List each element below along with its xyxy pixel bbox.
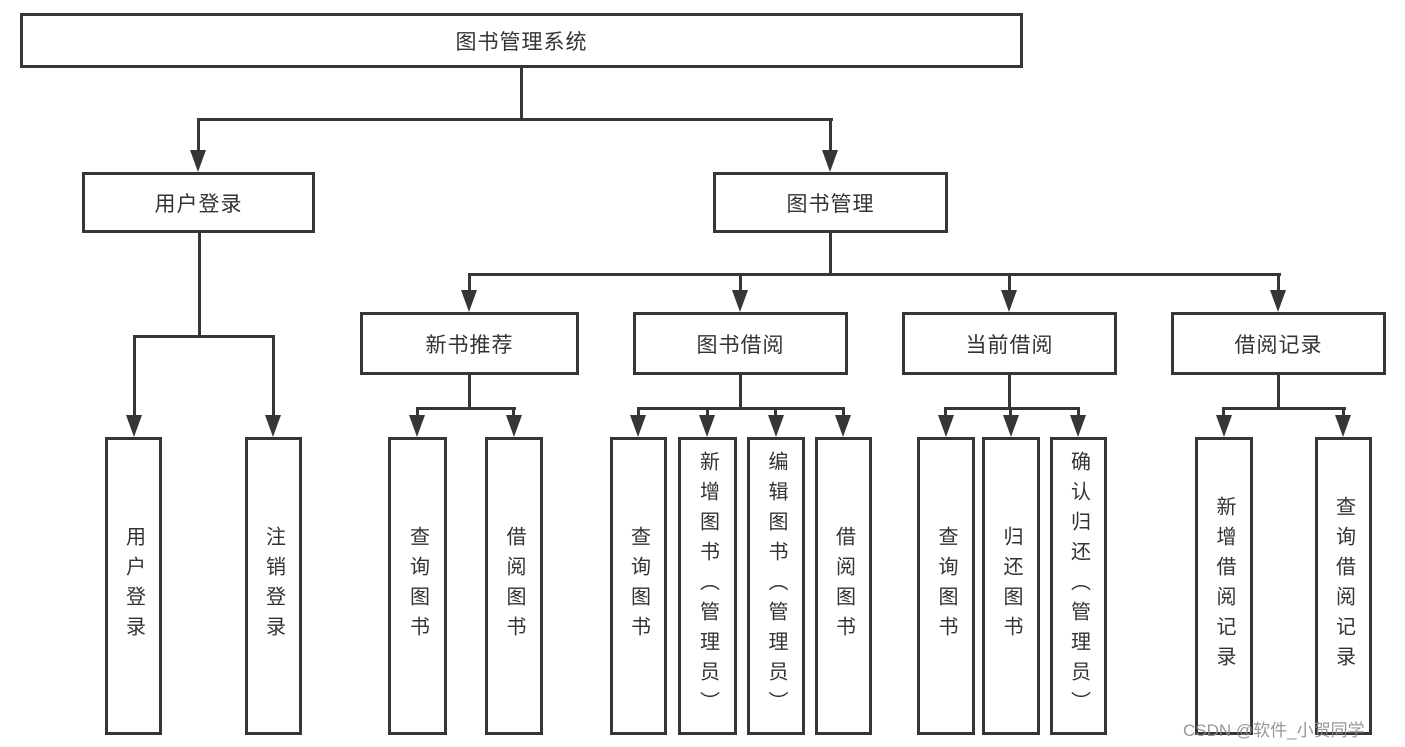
arrow-down-icon xyxy=(190,150,206,172)
arrow-down-icon xyxy=(699,415,715,437)
connector-line xyxy=(1008,273,1011,293)
connector-line xyxy=(706,407,709,417)
connector-line xyxy=(512,407,515,417)
node-label: 借阅图书 xyxy=(832,526,855,646)
connector-line xyxy=(197,118,200,154)
connector-line xyxy=(197,118,833,121)
leaf-query-borrow-record: 查询借阅记录 xyxy=(1315,437,1372,735)
arrow-down-icon xyxy=(1270,290,1286,312)
node-label: 编辑图书（管理员） xyxy=(765,451,787,721)
connector-line xyxy=(198,233,201,335)
connector-line xyxy=(272,335,275,419)
node-user-login: 用户登录 xyxy=(82,172,315,233)
node-label: 图书管理 xyxy=(786,192,875,216)
leaf-query-books-recommend: 查询图书 xyxy=(388,437,447,735)
connector-line xyxy=(133,335,275,338)
connector-line xyxy=(468,273,471,293)
node-label: 确认归还（管理员） xyxy=(1067,451,1090,721)
node-label: 查询借阅记录 xyxy=(1332,496,1355,676)
leaf-user-login: 用户登录 xyxy=(105,437,162,735)
watermark-text: CSDN @软件_小贺同学 xyxy=(1183,721,1365,740)
node-label: 当前借阅 xyxy=(965,333,1054,357)
node-label: 借阅图书 xyxy=(503,526,525,646)
node-current-borrowing: 当前借阅 xyxy=(902,312,1117,375)
connector-line xyxy=(842,407,845,417)
arrow-down-icon xyxy=(1003,415,1019,437)
arrow-down-icon xyxy=(126,415,142,437)
connector-line xyxy=(1277,273,1280,293)
arrow-down-icon xyxy=(461,290,477,312)
node-label: 用户登录 xyxy=(122,526,145,646)
node-new-book-recommendation: 新书推荐 xyxy=(360,312,579,375)
arrow-down-icon xyxy=(1335,415,1351,437)
arrow-down-icon xyxy=(732,290,748,312)
leaf-edit-books-admin: 编辑图书（管理员） xyxy=(747,437,805,735)
connector-line xyxy=(1342,407,1345,417)
node-label: 新书推荐 xyxy=(425,333,514,357)
arrow-down-icon xyxy=(768,415,784,437)
node-label: 查询图书 xyxy=(627,526,650,646)
node-label: 新增图书（管理员） xyxy=(696,451,719,721)
leaf-add-books-admin: 新增图书（管理员） xyxy=(678,437,737,735)
connector-line xyxy=(739,375,742,408)
connector-line xyxy=(416,407,516,410)
connector-line xyxy=(1277,375,1280,408)
connector-line xyxy=(739,273,742,293)
node-label: 注销登录 xyxy=(262,526,285,646)
connector-line xyxy=(416,407,419,417)
node-label: 新增借阅记录 xyxy=(1213,496,1235,676)
node-book-management: 图书管理 xyxy=(713,172,948,233)
connector-line xyxy=(133,335,136,419)
connector-line xyxy=(1222,407,1225,417)
connector-line xyxy=(944,407,947,417)
connector-line xyxy=(1077,407,1080,417)
node-label: 图书借阅 xyxy=(696,333,785,357)
arrow-down-icon xyxy=(1216,415,1232,437)
arrow-down-icon xyxy=(835,415,851,437)
node-book-borrowing: 图书借阅 xyxy=(633,312,848,375)
connector-line xyxy=(829,233,832,273)
leaf-borrow-books-borrowing: 借阅图书 xyxy=(815,437,872,735)
node-borrowing-records: 借阅记录 xyxy=(1171,312,1386,375)
leaf-add-borrow-record: 新增借阅记录 xyxy=(1195,437,1253,735)
connector-line xyxy=(1008,375,1011,408)
connector-line xyxy=(829,118,832,154)
connector-line xyxy=(468,375,471,408)
node-label: 借阅记录 xyxy=(1234,333,1323,357)
arrow-down-icon xyxy=(1070,415,1086,437)
connector-line xyxy=(1222,407,1346,410)
arrow-down-icon xyxy=(265,415,281,437)
node-label: 查询图书 xyxy=(935,526,957,646)
connector-line xyxy=(468,273,1281,276)
connector-line xyxy=(774,407,777,417)
node-label: 用户登录 xyxy=(154,192,243,216)
arrow-down-icon xyxy=(506,415,522,437)
arrow-down-icon xyxy=(822,150,838,172)
arrow-down-icon xyxy=(1001,290,1017,312)
connector-line xyxy=(520,68,523,120)
node-label: 归还图书 xyxy=(1000,526,1022,646)
connector-line xyxy=(637,407,640,417)
connector-line xyxy=(944,407,1080,410)
leaf-logout: 注销登录 xyxy=(245,437,302,735)
leaf-query-books-borrowing: 查询图书 xyxy=(610,437,667,735)
connector-line xyxy=(1009,407,1012,417)
node-label: 图书管理系统 xyxy=(455,30,588,54)
leaf-query-books-current: 查询图书 xyxy=(917,437,975,735)
leaf-confirm-return-admin: 确认归还（管理员） xyxy=(1050,437,1107,735)
node-root-library-system: 图书管理系统 xyxy=(20,13,1023,68)
connector-line xyxy=(637,407,845,410)
arrow-down-icon xyxy=(409,415,425,437)
arrow-down-icon xyxy=(938,415,954,437)
leaf-borrow-books-recommend: 借阅图书 xyxy=(485,437,543,735)
arrow-down-icon xyxy=(630,415,646,437)
leaf-return-books: 归还图书 xyxy=(982,437,1040,735)
node-label: 查询图书 xyxy=(406,526,429,646)
